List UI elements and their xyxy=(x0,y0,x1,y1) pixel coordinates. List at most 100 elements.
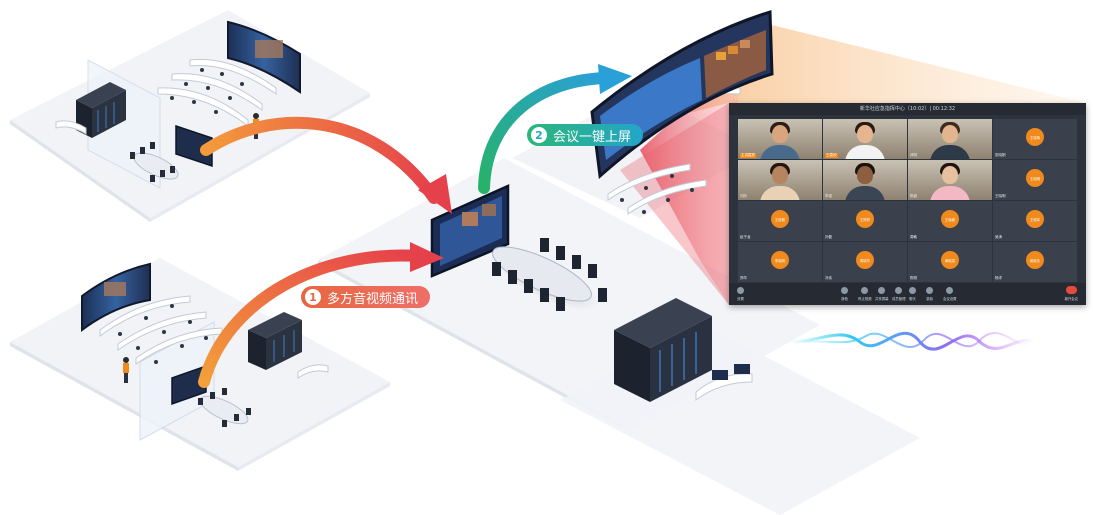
participant-name-tag: 主讲嘉宾 xyxy=(740,153,756,158)
participant-grid: 主讲嘉宾王嘉欣邓明王晓辉张晓刚刘欣李强陈颖王晓明王晓明王晓丽赵子龙王婷婷孙磊王晓… xyxy=(738,119,1077,282)
participant-name-tag: 郑华 xyxy=(740,276,747,280)
participant-face xyxy=(857,166,873,184)
toolbar-button[interactable]: 共享屏幕 xyxy=(875,287,889,301)
server-rack-icon xyxy=(614,298,712,402)
participant-face xyxy=(942,125,958,143)
meeting-title: 新华社应急指挥中心（10:02）| 00:12:32 xyxy=(729,103,1086,115)
toolbar-icon xyxy=(841,287,848,294)
toolbar-button-label: 会议设置 xyxy=(943,297,957,301)
participant-tile[interactable]: 黄晓斌陈刚 xyxy=(908,242,992,282)
toolbar-button-label: 静音 xyxy=(841,297,848,301)
settings-icon xyxy=(737,287,744,294)
settings-label: 设置 xyxy=(737,297,744,301)
participant-name-tag: 邓明 xyxy=(910,153,917,157)
participant-body xyxy=(845,145,885,159)
meeting-toolbar: 设置 静音 停止视频共享屏幕成员管理聊天 录制 会议设置 离开会议 xyxy=(729,283,1086,305)
participant-tile[interactable]: 陈颖 xyxy=(908,160,992,200)
toolbar-icon xyxy=(861,287,869,294)
console-desks xyxy=(157,58,277,128)
participant-name-tag: 陈颖 xyxy=(910,194,917,198)
participant-face xyxy=(772,166,788,184)
participant-avatar: 李晓明 xyxy=(771,251,789,269)
participant-body xyxy=(760,145,800,159)
participant-tile[interactable]: 王晓明王晓明 xyxy=(993,160,1077,200)
participant-name-tag: 冯伟 xyxy=(825,276,832,280)
participant-name-tag: 孙磊 xyxy=(825,235,832,239)
participant-name-tag: 王嘉欣 xyxy=(825,153,838,158)
toolbar-button[interactable]: 聊天 xyxy=(909,287,916,301)
arrow-top-left-to-center xyxy=(200,116,452,214)
participant-avatar: 周晓华 xyxy=(856,251,874,269)
toolbar-button-label: 录制 xyxy=(926,297,933,301)
leave-meeting-button[interactable]: 离开会议 xyxy=(1064,286,1078,301)
arrow-bottom-left-to-center xyxy=(198,242,444,388)
small-display-icon xyxy=(171,364,207,406)
control-room-top-left xyxy=(55,20,301,189)
video-conference-window: 新华社应急指挥中心（10:02）| 00:12:32 主讲嘉宾 王嘉欣 邓明 王晓辉张… xyxy=(729,103,1086,305)
participant-tile[interactable]: 李强 xyxy=(823,160,907,200)
step-2-number: 2 xyxy=(531,127,547,143)
server-rack-icon xyxy=(248,312,302,370)
participant-tile[interactable]: 王晓辉张晓刚 xyxy=(993,119,1077,159)
participant-tile[interactable]: 周晓华冯伟 xyxy=(823,242,907,282)
toolbar-icon xyxy=(926,287,933,294)
participant-tile[interactable]: 吴晓东杨洋 xyxy=(993,242,1077,282)
participant-body xyxy=(845,186,885,200)
person-figure-icon xyxy=(123,357,129,383)
participant-avatar: 王晓辉 xyxy=(1026,128,1044,146)
control-room-bottom-left xyxy=(81,262,329,441)
participant-face xyxy=(857,125,873,143)
participant-avatar: 王晓明 xyxy=(1026,169,1044,187)
settings-button[interactable]: 设置 xyxy=(737,287,744,301)
participant-tile[interactable]: 邓明 xyxy=(908,119,992,159)
meeting-table-small xyxy=(130,142,179,182)
toolbar-button-label: 聊天 xyxy=(909,297,916,301)
participant-tile[interactable]: 主讲嘉宾 xyxy=(738,119,822,159)
toolbar-button[interactable]: 静音 xyxy=(841,287,848,301)
center-meeting-room xyxy=(430,184,753,402)
participant-name-tag: 杨洋 xyxy=(995,276,1002,280)
participant-avatar: 王婷婷 xyxy=(856,210,874,228)
toolbar-icon xyxy=(909,287,916,294)
step-1-number: 1 xyxy=(305,289,321,305)
toolbar-icon xyxy=(895,287,903,294)
participant-tile[interactable]: 刘欣 xyxy=(738,160,822,200)
leave-meeting-label: 离开会议 xyxy=(1064,297,1078,301)
participant-body xyxy=(930,186,970,200)
participant-tile[interactable]: 王婷婷孙磊 xyxy=(823,201,907,241)
participant-tile[interactable]: 李晓明郑华 xyxy=(738,242,822,282)
participant-name-tag: 李强 xyxy=(825,194,832,198)
participant-name-tag: 刘欣 xyxy=(740,194,747,198)
toolbar-button-label: 成员管理 xyxy=(892,297,906,301)
participant-tile[interactable]: 王嘉欣 xyxy=(823,119,907,159)
toolbar-button[interactable]: 停止视频 xyxy=(858,287,872,301)
participant-tile[interactable]: 王晓峰周敏 xyxy=(908,201,992,241)
hang-up-icon xyxy=(1065,286,1077,294)
participant-name-tag: 王晓明 xyxy=(995,194,1006,198)
toolbar-button[interactable]: 录制 xyxy=(926,287,933,301)
toolbar-icon xyxy=(878,287,886,294)
participant-tile[interactable]: 王晓丽赵子龙 xyxy=(738,201,822,241)
participant-body xyxy=(930,145,970,159)
toolbar-button[interactable]: 成员管理 xyxy=(892,287,906,301)
participant-name-tag: 陈刚 xyxy=(910,276,917,280)
video-wall-icon xyxy=(227,20,301,94)
toolbar-button[interactable]: 会议设置 xyxy=(943,287,957,301)
participant-avatar: 黄晓斌 xyxy=(941,251,959,269)
arrow-center-to-video-wall xyxy=(478,64,632,194)
participant-avatar: 王晓峰 xyxy=(941,210,959,228)
participant-name-tag: 赵子龙 xyxy=(740,235,751,239)
workstation-icon xyxy=(297,364,329,379)
participant-name-tag: 吴涛 xyxy=(995,235,1002,239)
toolbar-button-label: 停止视频 xyxy=(858,297,872,301)
conference-table-icon xyxy=(492,238,607,311)
participant-face xyxy=(942,166,958,184)
participant-body xyxy=(760,186,800,200)
small-display-icon xyxy=(175,124,213,168)
participant-face xyxy=(772,125,788,143)
participant-name-tag: 周敏 xyxy=(910,235,917,239)
center-display-icon xyxy=(430,184,510,278)
participant-tile[interactable]: 王晓军吴涛 xyxy=(993,201,1077,241)
step-2-text: 会议一键上屏 xyxy=(553,129,632,145)
